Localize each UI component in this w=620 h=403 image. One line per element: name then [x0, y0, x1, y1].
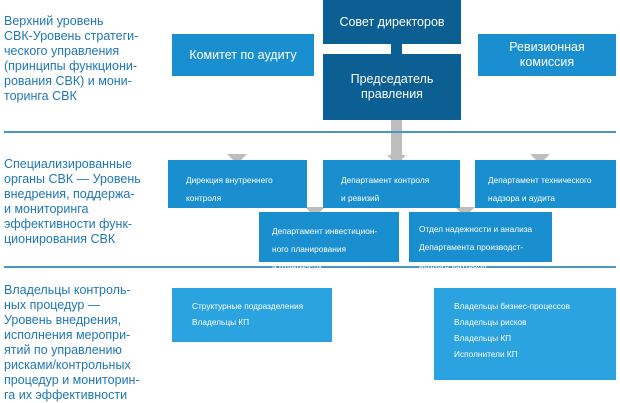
investment-planning-box: Департамент инвестицион- ного планирован… — [259, 212, 399, 272]
structural-units-box: Структурные подразделения Владельцы КП — [172, 288, 332, 342]
arrow-down-icon — [530, 154, 550, 164]
chairman-box: Председатель правления — [323, 54, 461, 120]
audit-committee-box: Комитет по аудиту — [172, 34, 314, 76]
owner-item: Владельцы бизнес-процессов — [454, 301, 571, 311]
section-label-owners: Владельцы контроль- ных процедур — Урове… — [4, 283, 140, 402]
tech-supervision-box: Департамент технического надзора и аудит… — [475, 160, 616, 208]
owner-item: Владельцы КП — [454, 333, 512, 343]
revision-commission-label: Ревизионная комиссия — [509, 40, 585, 69]
control-revision-label: Департамент контроля и ревизий — [341, 175, 430, 203]
control-revision-box: Департамент контроля и ревизий — [323, 160, 460, 208]
owner-item: Владельцы рисков — [454, 317, 527, 327]
chairman-label: Председатель правления — [350, 72, 434, 101]
arrow-down-icon — [227, 154, 247, 164]
internal-control-box: Дирекция внутреннего контроля — [168, 160, 307, 208]
audit-committee-label: Комитет по аудиту — [189, 47, 297, 62]
section-divider — [4, 266, 616, 268]
tech-supervision-label: Департамент технического надзора и аудит… — [488, 175, 592, 203]
reliability-analysis-label: Отдел надежности и анализа Департамента … — [419, 224, 533, 270]
process-owners-box: Владельцы бизнес-процессов Владельцы рис… — [434, 288, 616, 380]
board-of-directors-label: Совет директоров — [339, 14, 445, 29]
owner-item: Структурные подразделения — [192, 301, 304, 311]
section-label-specialized: Специализированные органы СВК — Уровень … — [4, 157, 141, 246]
section-label-top: Верхний уровень СВК-Уровень стратеги- че… — [4, 14, 139, 103]
owner-item: Владельцы КП — [192, 317, 250, 327]
section-divider — [4, 131, 616, 133]
board-of-directors-box: Совет директоров — [323, 0, 461, 44]
revision-commission-box: Ревизионная комиссия — [478, 34, 616, 76]
internal-control-label: Дирекция внутреннего контроля — [186, 175, 273, 203]
owner-item: Исполнители КП — [454, 349, 518, 359]
investment-planning-label: Департамент инвестицион- ного планирован… — [272, 226, 378, 272]
reliability-analysis-box: Отдел надежности и анализа Департамента … — [409, 212, 552, 270]
